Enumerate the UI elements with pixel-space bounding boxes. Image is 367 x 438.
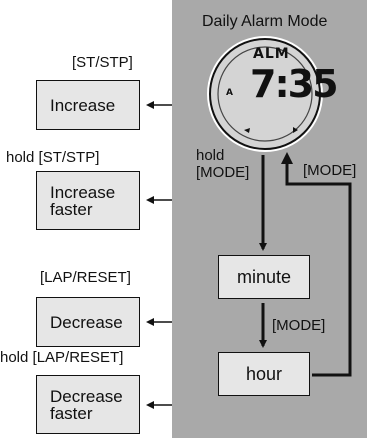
decrease-faster-line-1: Decrease — [50, 386, 123, 406]
watch-left-indicator-mark — [244, 128, 250, 133]
increase-label: Increase — [50, 95, 116, 115]
hold-mode-line-1: hold — [196, 147, 225, 164]
mode-to-hour-label: [MODE] — [272, 317, 326, 334]
increase-faster-box: Increase faster — [36, 171, 140, 230]
hour-box: hour — [218, 352, 310, 396]
minute-label: minute — [236, 266, 292, 287]
increase-box: Increase — [36, 80, 140, 130]
return-arrowhead — [281, 152, 293, 164]
watch-alarm-indicator: A — [226, 88, 233, 98]
watch-mode-text: ALM — [253, 46, 290, 62]
minute-box: minute — [218, 255, 310, 299]
increase-faster-line-2: faster — [50, 199, 93, 219]
watch-time-display: 7:35 — [250, 62, 339, 106]
hour-to-watch-return-arrow — [285, 158, 352, 377]
hour-label: hour — [245, 363, 283, 384]
hold-mode-label: hold [MODE] — [196, 147, 249, 181]
hold-st-stp-button-label: hold [ST/STP] — [6, 149, 100, 166]
watch-right-indicator-mark — [293, 127, 298, 133]
hold-lap-reset-button-label: hold [LAP/RESET] — [0, 349, 124, 366]
decrease-box: Decrease — [36, 297, 140, 347]
decrease-faster-box: Decrease faster — [36, 375, 140, 434]
increase-faster-line-1: Increase — [50, 182, 116, 202]
mode-title: Daily Alarm Mode — [202, 13, 328, 30]
decrease-label: Decrease — [50, 312, 123, 332]
decrease-faster-line-2: faster — [50, 403, 93, 423]
hold-mode-line-2: [MODE] — [196, 164, 250, 181]
st-stp-button-label: [ST/STP] — [72, 54, 133, 71]
return-mode-label: [MODE] — [303, 162, 357, 179]
lap-reset-button-label: [LAP/RESET] — [40, 269, 131, 286]
